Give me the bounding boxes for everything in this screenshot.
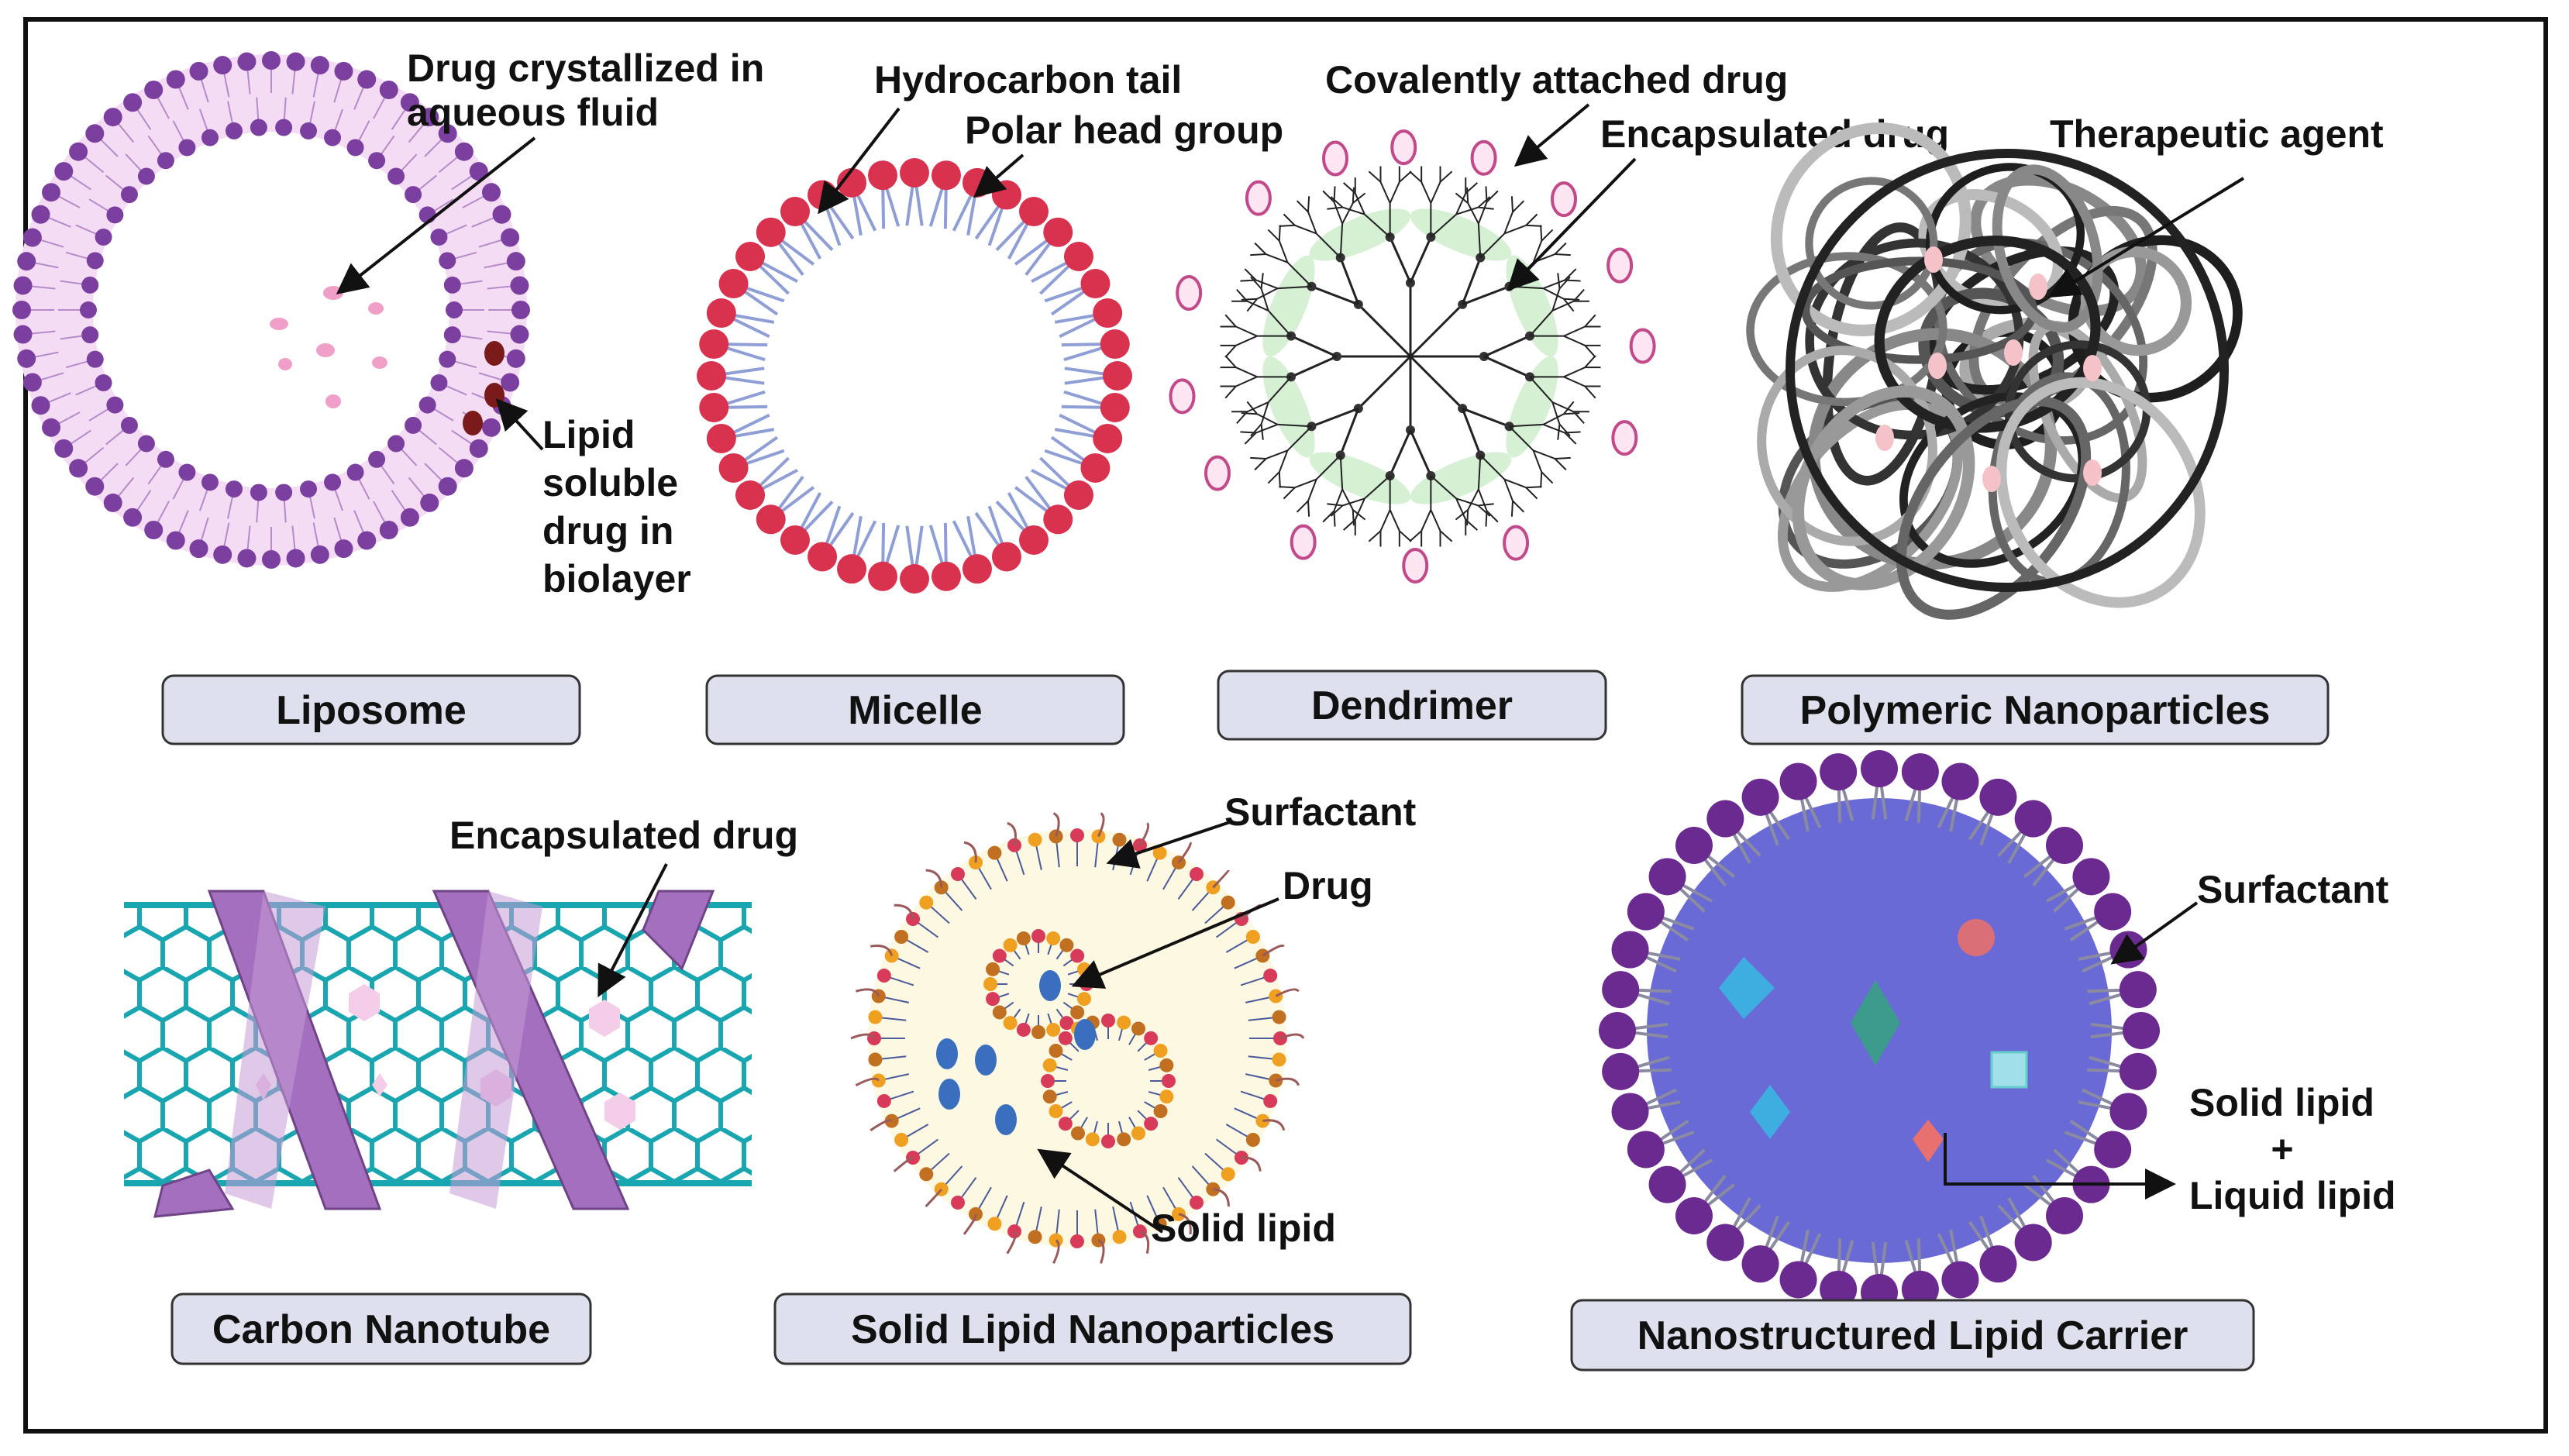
therapeutic-agent-label: Therapeutic agent bbox=[2050, 112, 2384, 156]
sln-illustration bbox=[850, 812, 1305, 1265]
caption-micelle: Micelle bbox=[705, 674, 1125, 745]
liposome-drug-label-1: Drug crystallized in bbox=[407, 46, 764, 90]
caption-nlc: Nanostructured Lipid Carrier bbox=[1570, 1299, 2255, 1372]
hydrocarbon-tail-label: Hydrocarbon tail bbox=[874, 58, 1182, 102]
svg-text:Nanostructured Lipid Carrier: Nanostructured Lipid Carrier bbox=[1637, 1313, 2188, 1358]
nlc-surfactant-label: Surfactant bbox=[2197, 868, 2389, 911]
svg-text:Polymeric Nanoparticles: Polymeric Nanoparticles bbox=[1800, 688, 2271, 733]
liposome-illustration bbox=[12, 51, 530, 569]
nlc-crystals bbox=[1719, 919, 2028, 1162]
polymeric-nanoparticle-illustration bbox=[1746, 122, 2243, 620]
sln-drug-dots bbox=[936, 970, 1096, 1135]
svg-text:Carbon Nanotube: Carbon Nanotube bbox=[212, 1307, 550, 1352]
polar-head-label: Polar head group bbox=[965, 108, 1283, 152]
svg-text:Liposome: Liposome bbox=[276, 688, 467, 733]
svg-text:Dendrimer: Dendrimer bbox=[1311, 683, 1513, 728]
liposome-aqueous-drug-crystals bbox=[270, 286, 387, 408]
caption-sln: Solid Lipid Nanoparticles bbox=[773, 1293, 1412, 1365]
svg-text:Micelle: Micelle bbox=[848, 688, 982, 733]
therapeutic-agent-dots bbox=[1875, 246, 2102, 492]
caption-carbon-nanotube: Carbon Nanotube bbox=[170, 1293, 592, 1365]
covalent-drug-label: Covalently attached drug bbox=[1325, 58, 1788, 102]
lipid-label-4: biolayer bbox=[542, 557, 691, 601]
liposome-drug-label-2: aqueous fluid bbox=[407, 91, 659, 134]
svg-text:Solid Lipid Nanoparticles: Solid Lipid Nanoparticles bbox=[851, 1307, 1334, 1352]
dendrimer-illustration bbox=[1169, 129, 1656, 583]
caption-liposome: Liposome bbox=[161, 674, 581, 745]
nlc-illustration bbox=[1599, 750, 2160, 1311]
nlc-plus-label: + bbox=[2271, 1127, 2293, 1171]
carbon-nanotube-illustration bbox=[124, 890, 752, 1218]
caption-dendrimer: Dendrimer bbox=[1217, 669, 1607, 741]
lipid-label-2: soluble bbox=[542, 461, 678, 504]
sln-solid-lipid-label: Solid lipid bbox=[1151, 1206, 1336, 1250]
helical-ribbon bbox=[153, 890, 715, 1218]
micelle-illustration bbox=[697, 158, 1132, 594]
lipid-label-3: drug in bbox=[542, 509, 673, 552]
cnt-encapsulated-label: Encapsulated drug bbox=[449, 814, 798, 857]
nlc-solid-label: Solid lipid bbox=[2189, 1081, 2374, 1124]
sln-drug-label: Drug bbox=[1283, 864, 1373, 907]
lipid-label-1: Lipid bbox=[542, 413, 635, 456]
sln-surfactant-label: Surfactant bbox=[1224, 790, 1417, 834]
caption-polymeric: Polymeric Nanoparticles bbox=[1741, 674, 2330, 745]
nlc-liquid-label: Liquid lipid bbox=[2189, 1174, 2396, 1217]
